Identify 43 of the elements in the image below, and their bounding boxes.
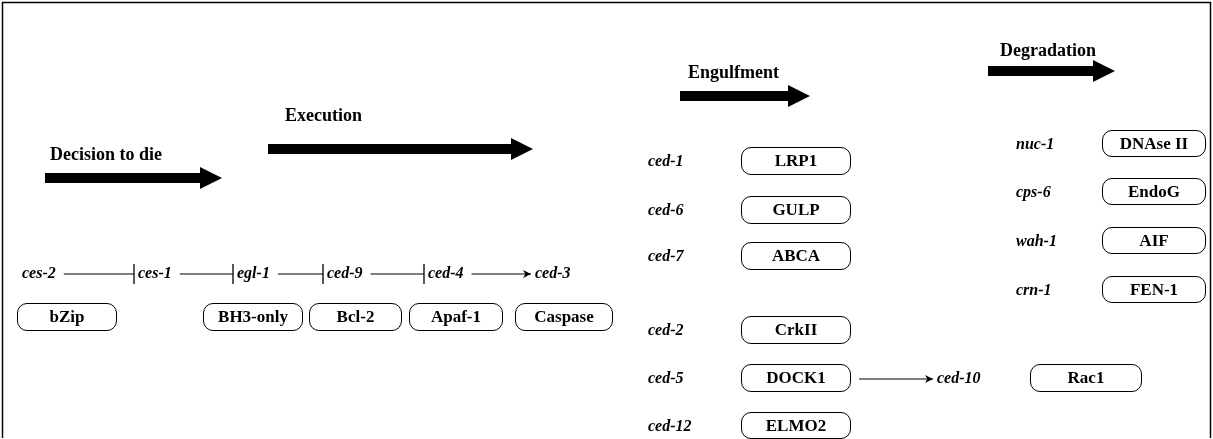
gene-name: ced-12 [648,415,692,436]
activation-arrow [470,270,532,278]
protein-box: CrkII [741,316,851,344]
protein-box: bZip [17,303,117,331]
phase-title: Engulfment [688,62,779,83]
protein-box: Rac1 [1030,364,1142,392]
gene-name: wah-1 [1016,230,1057,251]
activation-arrow [858,375,934,383]
gene-name: ced-7 [648,246,684,266]
inhibition-line [179,263,234,285]
gene-name: ced-5 [648,368,684,388]
gene-name: ces-1 [138,263,172,283]
gene-name: ced-1 [648,151,684,171]
gene-name: ced-10 [937,368,981,388]
gene-name: ces-2 [22,263,56,283]
protein-box: Bcl-2 [309,303,402,331]
protein-box: FEN-1 [1102,276,1206,303]
protein-box: AIF [1102,227,1206,254]
gene-name: nuc-1 [1016,133,1055,154]
inhibition-line [63,263,135,285]
protein-box: Apaf-1 [409,303,503,331]
phase-title: Degradation [1000,40,1096,61]
gene-name: ced-9 [327,263,363,283]
gene-name: ced-3 [535,263,571,283]
protein-box: Caspase [515,303,613,331]
gene-name: ced-6 [648,200,684,220]
protein-box: LRP1 [741,147,851,175]
protein-box: EndoG [1102,178,1206,205]
protein-box: BH3-only [203,303,303,331]
gene-name: ced-4 [428,263,464,283]
protein-box: DOCK1 [741,364,851,392]
gene-name: crn-1 [1016,279,1052,300]
phase-title: Execution [285,105,362,126]
protein-box: GULP [741,196,851,224]
inhibition-line [277,263,324,285]
inhibition-line [369,263,425,285]
gene-name: cps-6 [1016,181,1051,202]
protein-box: DNAse II [1102,130,1206,157]
protein-box: ABCA [741,242,851,270]
protein-box: ELMO2 [741,412,851,439]
gene-name: egl-1 [237,263,270,283]
phase-title: Decision to die [50,144,162,165]
gene-name: ced-2 [648,320,684,340]
